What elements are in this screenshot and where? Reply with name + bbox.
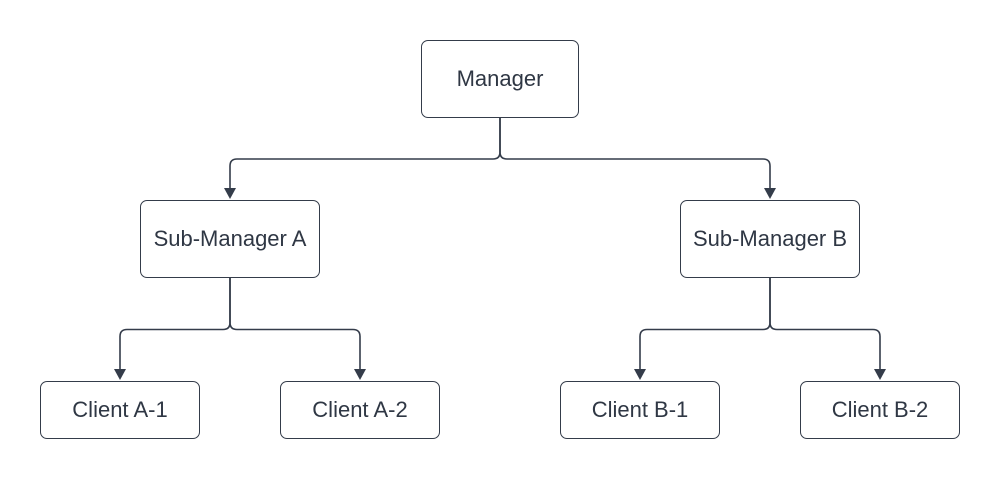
node-client-a-2-label: Client A-2 (312, 396, 408, 422)
edge-manager-to-sub-manager-a (229, 118, 501, 188)
node-client-b-1[interactable]: Client B-1 (560, 381, 720, 439)
node-manager[interactable]: Manager (421, 40, 579, 118)
node-sub-manager-a-label: Sub-Manager A (153, 225, 307, 251)
node-client-a-1-label: Client A-1 (72, 396, 168, 422)
edge-manager-to-sub-manager-b (499, 118, 771, 188)
edge-sub-manager-a-to-client-a-2 (229, 278, 361, 369)
arrowhead-icon (354, 369, 366, 380)
node-client-a-2[interactable]: Client A-2 (280, 381, 440, 439)
node-client-b-2-label: Client B-2 (831, 396, 929, 422)
arrowhead-icon (764, 188, 776, 199)
node-client-b-1-label: Client B-1 (591, 396, 689, 422)
edge-sub-manager-a-to-client-a-1 (119, 278, 231, 369)
node-manager-label: Manager (456, 65, 544, 91)
node-client-b-2[interactable]: Client B-2 (800, 381, 960, 439)
edge-sub-manager-b-to-client-b-2 (769, 278, 881, 369)
node-sub-manager-b[interactable]: Sub-Manager B (680, 200, 860, 278)
arrowhead-icon (114, 369, 126, 380)
node-sub-manager-a[interactable]: Sub-Manager A (140, 200, 320, 278)
edge-sub-manager-b-to-client-b-1 (639, 278, 771, 369)
arrowhead-icon (634, 369, 646, 380)
arrowhead-icon (224, 188, 236, 199)
node-sub-manager-b-label: Sub-Manager B (692, 225, 848, 251)
arrowhead-icon (874, 369, 886, 380)
node-client-a-1[interactable]: Client A-1 (40, 381, 200, 439)
